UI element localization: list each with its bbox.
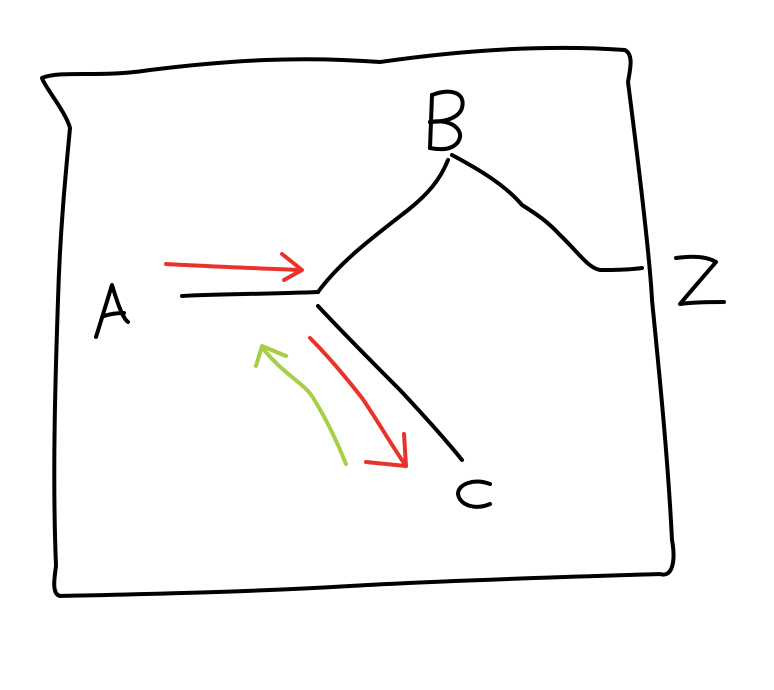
node-z-label bbox=[674, 254, 726, 306]
node-b-label bbox=[428, 89, 465, 152]
edge-a-junction bbox=[180, 290, 320, 298]
edge-junction-c bbox=[316, 304, 464, 462]
green-arrow-c-to-junction bbox=[254, 344, 348, 466]
red-arrow-junction-to-c bbox=[308, 336, 408, 468]
node-c-label bbox=[456, 479, 492, 509]
boundary-box bbox=[40, 45, 676, 598]
red-arrow-a-to-junction bbox=[164, 252, 304, 282]
node-a-label bbox=[94, 283, 130, 339]
edge-b-z bbox=[450, 153, 644, 272]
edge-junction-b bbox=[316, 158, 450, 294]
